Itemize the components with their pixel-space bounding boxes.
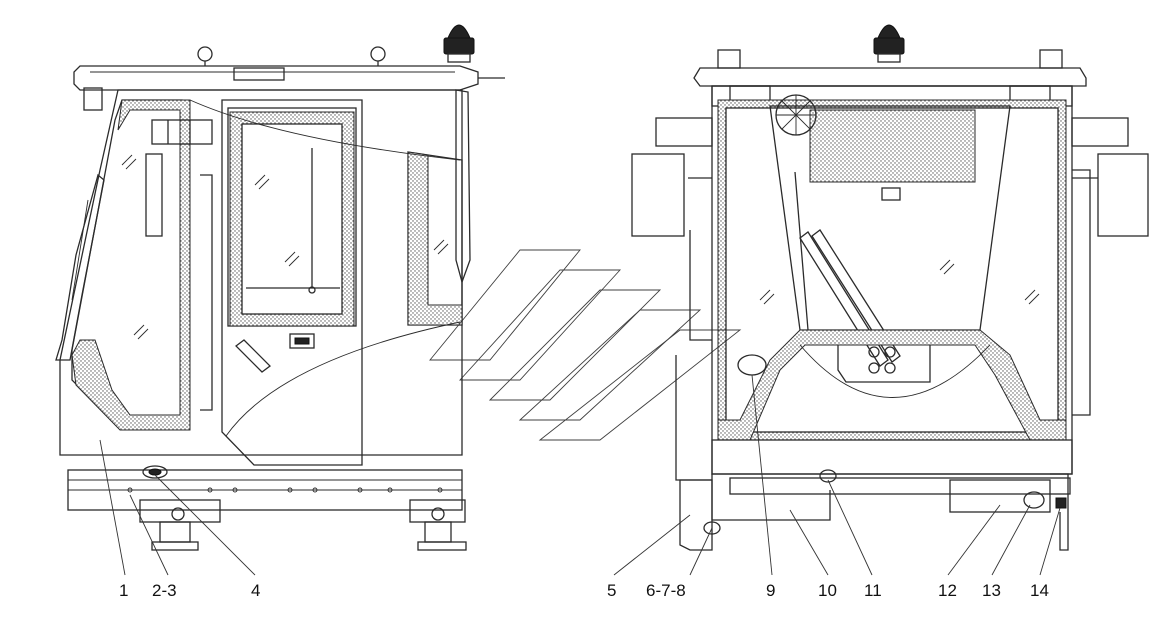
callout-13: 13 (982, 581, 1001, 600)
cab-door (221, 99, 363, 466)
fitting-14-icon (1055, 497, 1067, 509)
drain-plug-icon (703, 521, 721, 535)
cab-front-view (631, 24, 1149, 551)
light-11-icon (819, 469, 837, 483)
door-handle-icon (235, 339, 271, 373)
cab-side-view (55, 24, 505, 551)
callout-1: 1 (119, 581, 128, 600)
lifting-eye-front (197, 46, 213, 62)
callout-2-3: 2-3 (152, 581, 177, 600)
callout-5: 5 (607, 581, 616, 600)
roof-nameplate (233, 67, 285, 81)
callout-12: 12 (938, 581, 957, 600)
right-mirror-icon (1097, 153, 1149, 237)
callout-6-7-8: 6-7-8 (646, 581, 686, 600)
lifting-eye-rear (370, 46, 386, 62)
callout-4: 4 (251, 581, 260, 600)
door-lock-icon (289, 333, 315, 349)
leader-lines (99, 374, 1061, 576)
callout-10: 10 (818, 581, 837, 600)
mount-rear (409, 499, 467, 551)
callout-9: 9 (766, 581, 775, 600)
light-13-icon (1023, 491, 1045, 509)
beacon-light-icon (443, 24, 475, 63)
callout-labels: 1 2-3 4 5 6-7-8 9 10 11 12 13 14 (119, 581, 1049, 600)
callout-11: 11 (864, 581, 882, 600)
watermark-arrows (429, 249, 742, 441)
fan-icon (775, 94, 817, 136)
front-glass-seal (71, 99, 191, 431)
left-mirror-icon (631, 153, 685, 237)
side-lamp-icon (142, 465, 168, 479)
callout-14: 14 (1030, 581, 1049, 600)
mount-front (139, 499, 221, 551)
grab-handle-icon (145, 153, 163, 237)
beacon-light-icon-front (873, 24, 905, 63)
